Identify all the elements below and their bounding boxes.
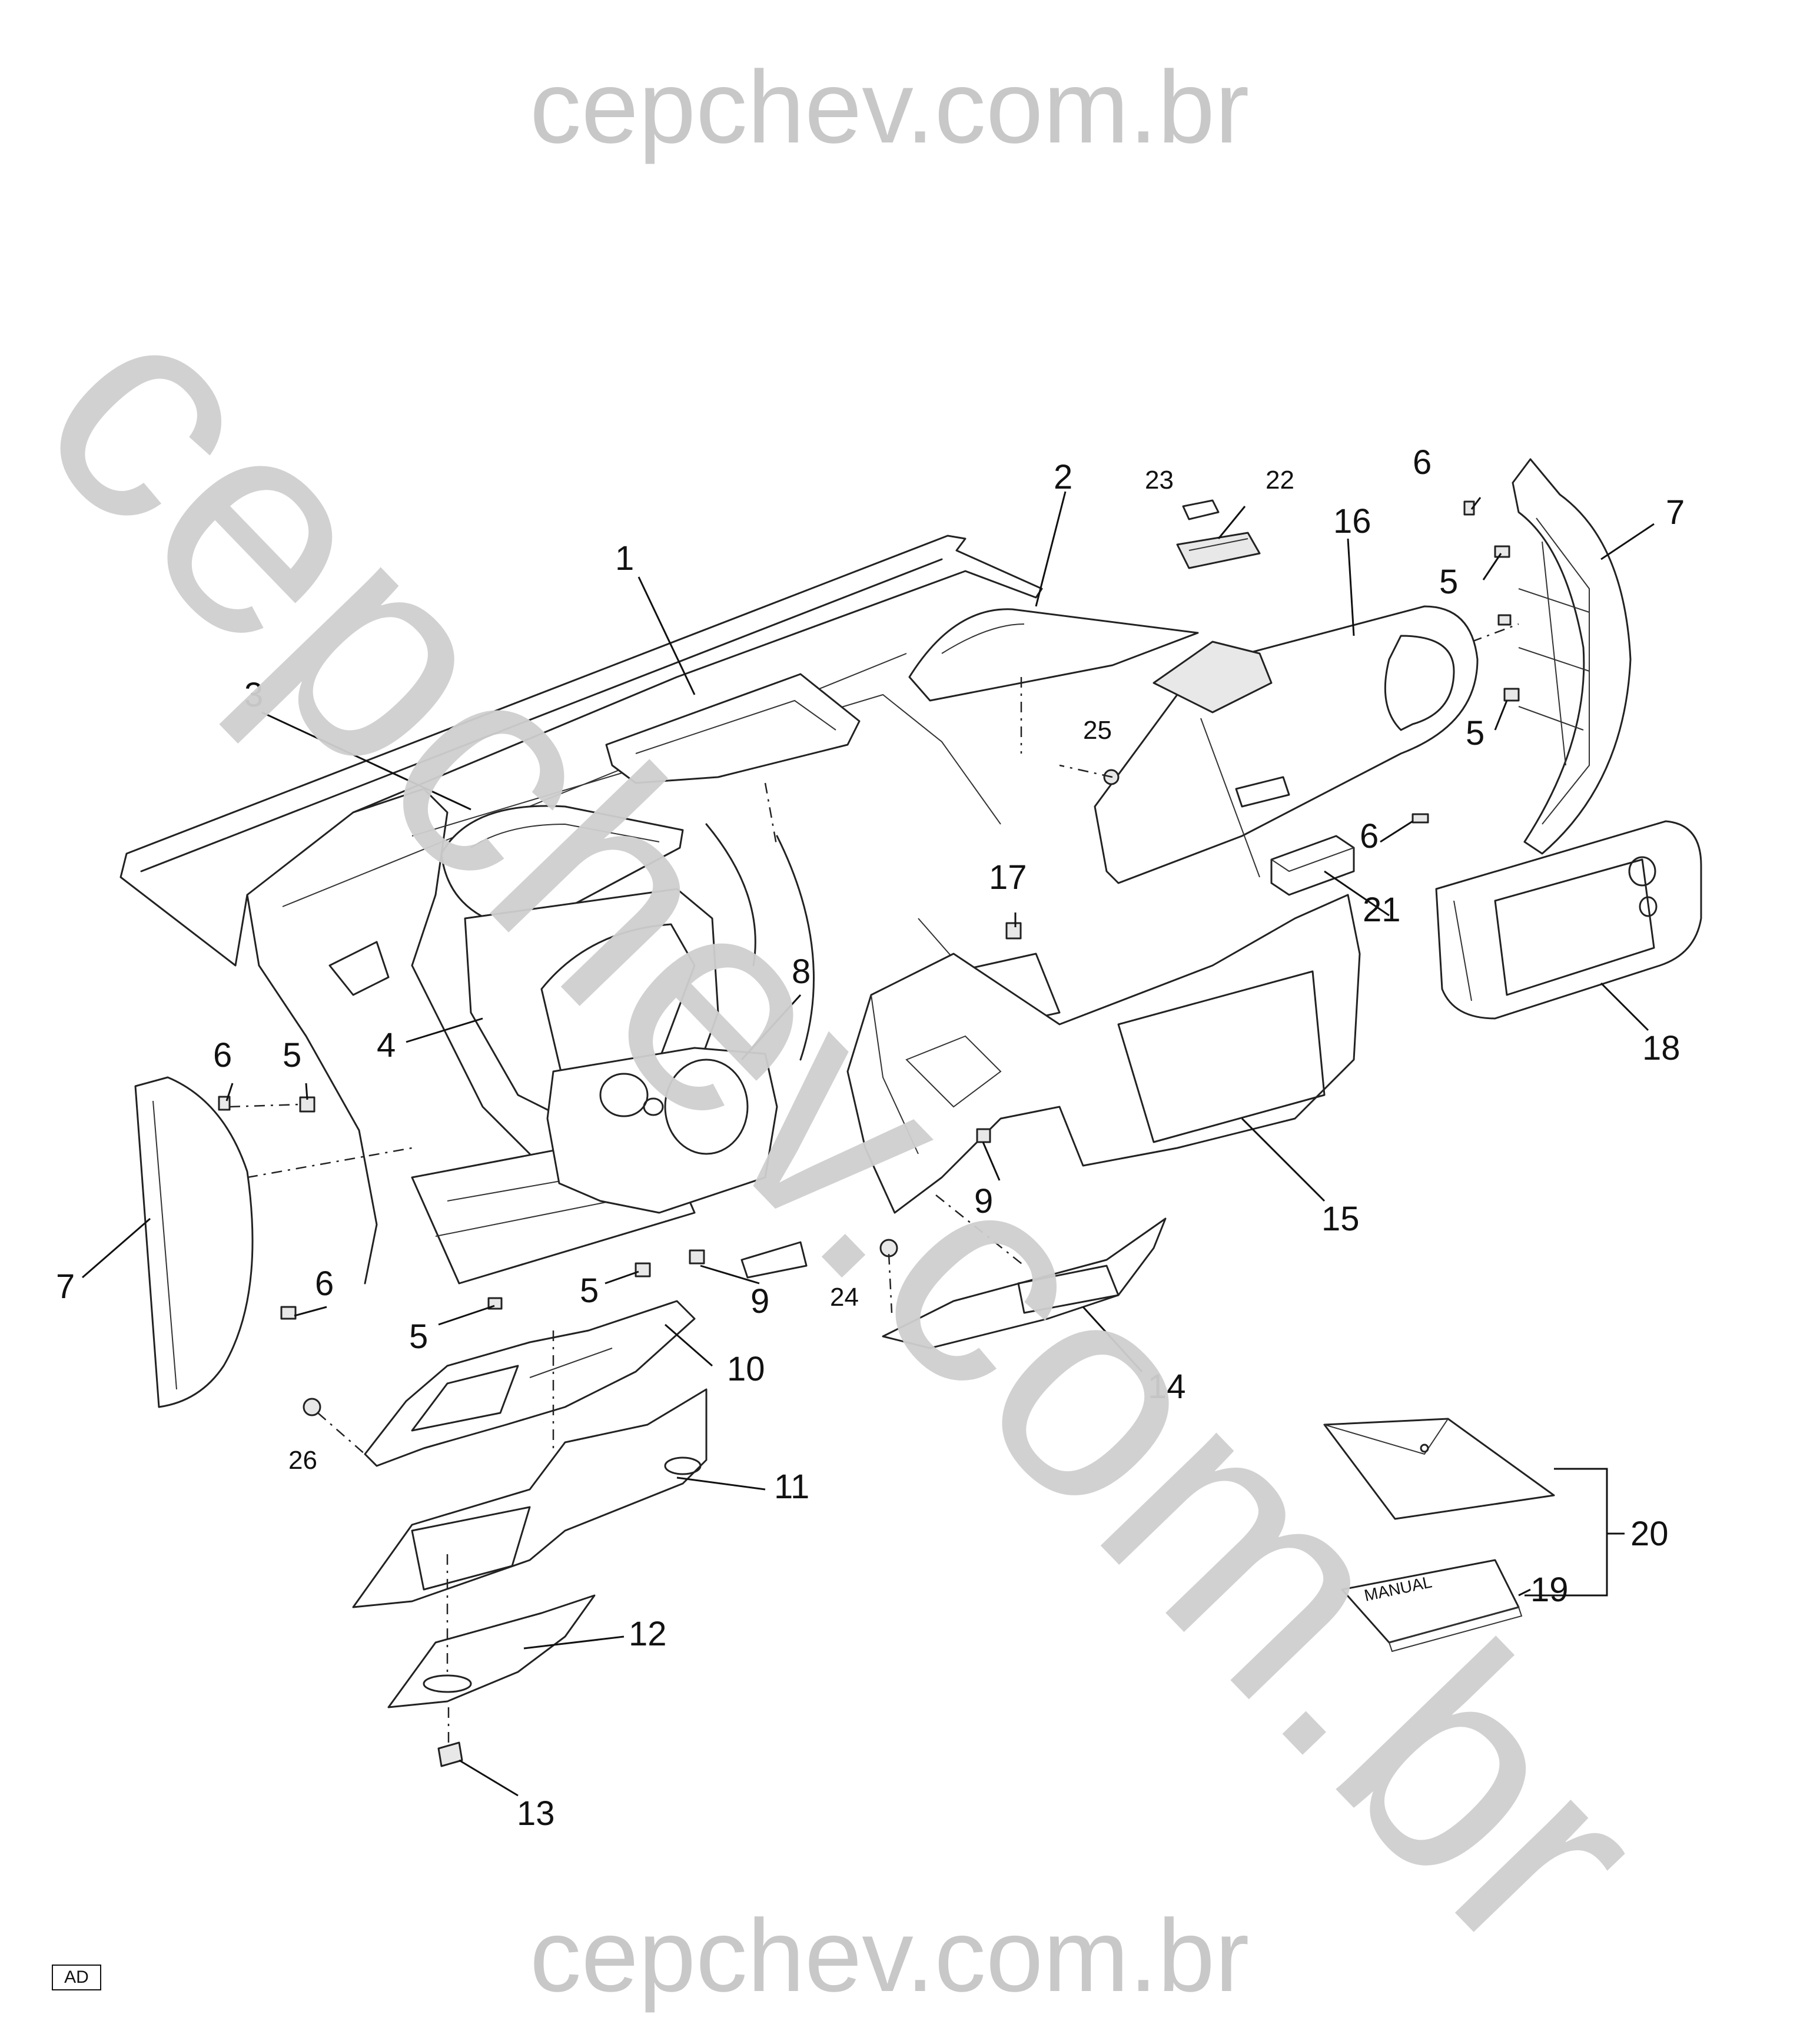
part-18-display-unit <box>1435 820 1702 1020</box>
part-16-right-trim-panel <box>1094 605 1479 884</box>
callout-20: 20 <box>1630 1515 1669 1553</box>
callout-12: 12 <box>629 1615 667 1653</box>
callout-23: 23 <box>1145 466 1174 495</box>
callout-5-left-upper: 5 <box>283 1036 301 1074</box>
callout-labels: 1 2 3 4 5 5 5 5 5 6 6 6 6 7 7 8 9 9 10 1… <box>56 443 1685 1833</box>
callout-9-left: 9 <box>750 1282 769 1320</box>
callout-9-center: 9 <box>974 1182 993 1220</box>
part-1-cluster-trim-hood <box>605 673 861 848</box>
top-watermark: cepchev.com.br <box>530 50 1250 165</box>
callout-11: 11 <box>774 1468 809 1506</box>
part-14-lower-center-trim <box>882 1194 1167 1349</box>
part-15-center-stack-bezel <box>846 894 1361 1214</box>
part-10-knee-bracket <box>364 1300 696 1467</box>
callout-2: 2 <box>1054 458 1072 496</box>
diagram-code-badge: AD <box>52 1965 101 1990</box>
callout-5-right-upper: 5 <box>1439 563 1458 601</box>
callout-6-left-upper: 6 <box>213 1036 232 1074</box>
callout-21: 21 <box>1363 891 1401 929</box>
part-12-access-cover <box>387 1554 596 1708</box>
callout-14: 14 <box>1148 1368 1186 1406</box>
part-11-lower-trim-panel <box>352 1330 708 1608</box>
callout-25: 25 <box>1083 716 1112 745</box>
bottom-watermark: cepchev.com.br <box>530 1899 1250 2013</box>
part-21-storage-insert <box>1270 835 1355 896</box>
callout-7-left: 7 <box>56 1267 75 1306</box>
part-7-left-end-cap <box>134 1076 413 1408</box>
part-3-cluster-cover <box>440 805 684 925</box>
callout-6-right-middle: 6 <box>1360 817 1379 855</box>
part-7-right-end-cap <box>1471 458 1632 855</box>
callout-24: 24 <box>830 1283 859 1312</box>
callout-10: 10 <box>727 1350 765 1388</box>
callout-6-left-lower: 6 <box>315 1265 334 1303</box>
callout-17: 17 <box>989 858 1027 897</box>
part-20-owners-kit-envelope <box>1323 1418 1555 1520</box>
callout-6-right-upper: 6 <box>1413 443 1432 482</box>
callout-19: 19 <box>1530 1571 1569 1609</box>
callout-3: 3 <box>244 676 263 714</box>
callout-8: 8 <box>792 953 811 991</box>
part-13-retainer-clip <box>437 1707 463 1767</box>
callout-1: 1 <box>615 539 634 578</box>
part-8-steering-column-trim <box>546 1047 778 1214</box>
callout-26: 26 <box>288 1446 317 1475</box>
callout-18: 18 <box>1642 1029 1680 1067</box>
leader-lines <box>82 491 1655 1797</box>
callout-5-right-lower: 5 <box>1466 714 1484 752</box>
callout-16: 16 <box>1333 502 1371 540</box>
callout-4: 4 <box>377 1026 396 1064</box>
fasteners <box>218 500 1520 1455</box>
callout-22: 22 <box>1266 466 1294 495</box>
callout-5-left-lower: 5 <box>409 1318 428 1356</box>
part-23-switch-cap <box>1182 499 1220 520</box>
callout-13: 13 <box>517 1794 555 1833</box>
callout-7-right: 7 <box>1666 493 1685 532</box>
callout-15: 15 <box>1321 1200 1360 1238</box>
part-2-defroster-grille-cover <box>908 608 1199 754</box>
part-22-switch-assembly <box>1176 532 1261 569</box>
callout-5-center: 5 <box>580 1272 599 1310</box>
